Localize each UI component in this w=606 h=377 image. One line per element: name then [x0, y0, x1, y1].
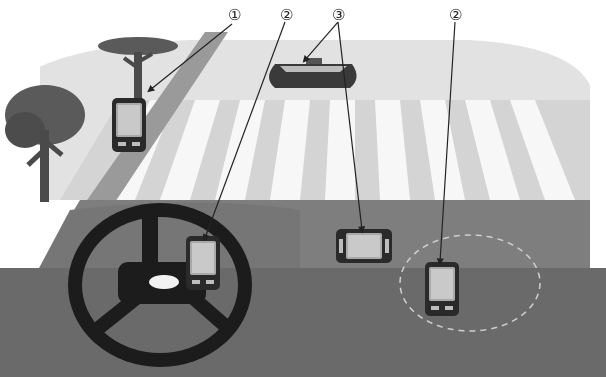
device-icon: [336, 229, 392, 263]
device-icon: [112, 98, 146, 152]
callout-label-2b: ②: [449, 6, 462, 24]
device-icon: [425, 262, 459, 316]
device-icon: [186, 236, 220, 290]
callout-label-3: ③: [332, 6, 345, 24]
callout-label-1: ①: [228, 6, 241, 24]
callout-label-2a: ②: [280, 6, 293, 24]
